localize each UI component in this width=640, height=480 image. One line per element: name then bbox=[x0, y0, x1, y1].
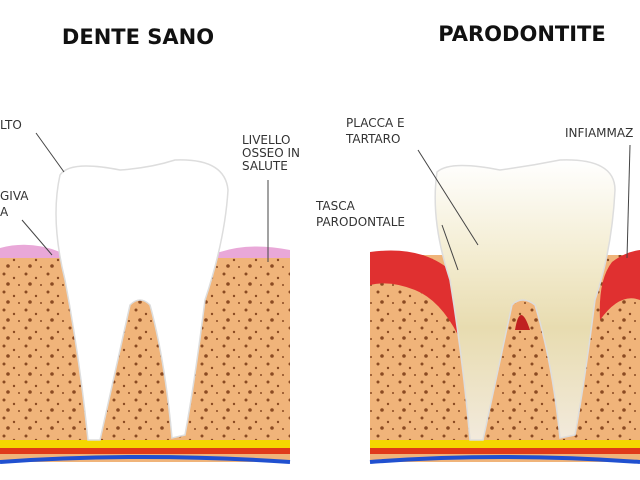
enamel-pointer bbox=[35, 132, 65, 173]
label-bone-line3: SALUTE bbox=[242, 159, 288, 173]
periodontitis-illustration bbox=[369, 159, 640, 464]
label-plaque-line1: PLACCA E bbox=[346, 116, 405, 130]
healthy-tooth bbox=[55, 159, 229, 441]
label-gum-line1: GIVA bbox=[0, 189, 29, 203]
gum-pointer bbox=[21, 219, 53, 256]
label-inflammation: INFIAMMAZ bbox=[565, 126, 633, 140]
diseased-tooth bbox=[434, 159, 616, 441]
title-periodontitis: PARODONTITE bbox=[438, 22, 605, 46]
plaque-pointer bbox=[417, 149, 479, 246]
inflamed-gum-right bbox=[599, 250, 640, 320]
label-pocket-line2: PARODONTALE bbox=[316, 215, 405, 229]
healthy-tooth-illustration bbox=[0, 159, 291, 464]
inflamed-gum-left bbox=[370, 250, 459, 335]
label-pocket-line1: TASCA bbox=[315, 199, 356, 213]
title-healthy-tooth: DENTE SANO bbox=[62, 25, 214, 49]
label-enamel: LTO bbox=[0, 118, 22, 132]
label-gum-line2: A bbox=[0, 205, 9, 219]
pocket-pointer bbox=[441, 224, 459, 271]
inflammation-pointer bbox=[626, 144, 631, 259]
label-bone-line2: OSSEO IN bbox=[242, 146, 300, 160]
label-bone-line1: LIVELLO bbox=[242, 133, 290, 147]
label-plaque-line2: TARTARO bbox=[345, 132, 400, 146]
